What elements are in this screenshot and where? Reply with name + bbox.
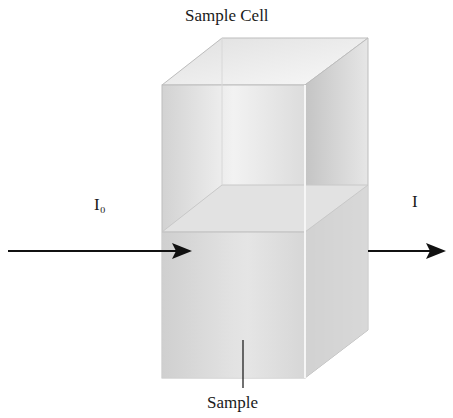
transmitted-beam bbox=[368, 250, 432, 252]
diagram-title: Sample Cell bbox=[185, 7, 269, 26]
beam-label: I₀ bbox=[94, 196, 106, 215]
liquid-line bbox=[162, 232, 305, 233]
arrow-head bbox=[426, 243, 446, 259]
arrow-head bbox=[172, 243, 192, 259]
sample-surface bbox=[162, 185, 368, 232]
sample-liquid bbox=[162, 232, 305, 378]
cell-inner-edge bbox=[222, 38, 223, 185]
leader-line bbox=[242, 340, 243, 388]
incident-beam bbox=[8, 250, 178, 252]
part-label: Sample bbox=[207, 394, 258, 413]
beam-label: I bbox=[412, 193, 418, 212]
cell-front bbox=[162, 85, 305, 378]
cell-body bbox=[162, 38, 368, 378]
cell-edge bbox=[304, 85, 306, 378]
